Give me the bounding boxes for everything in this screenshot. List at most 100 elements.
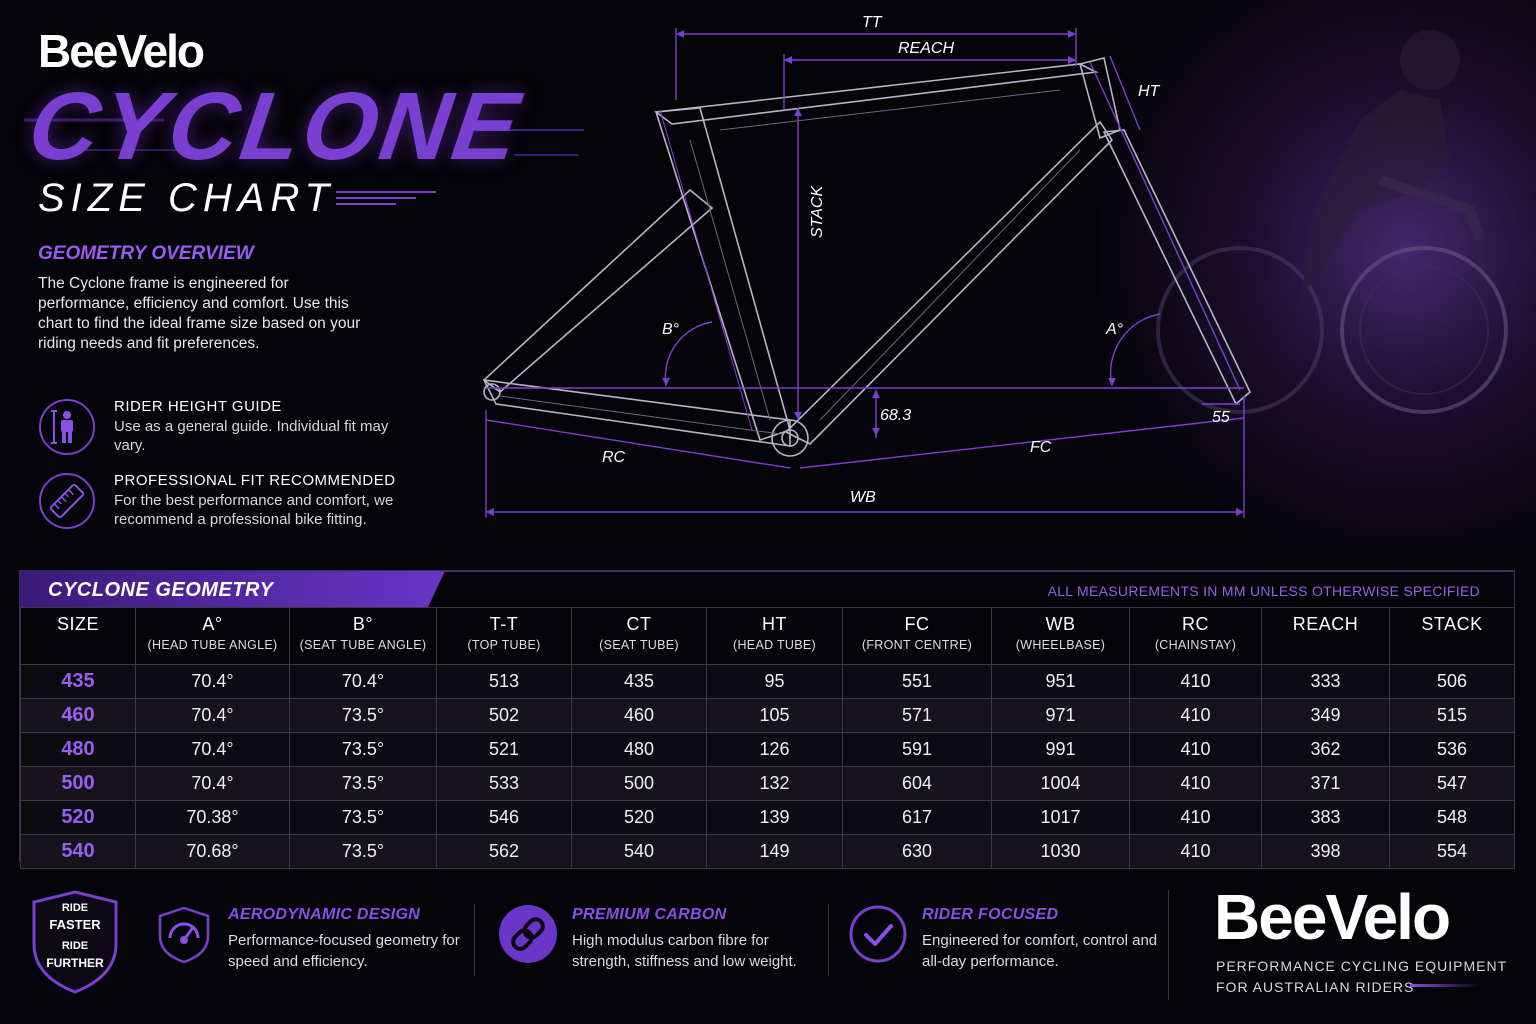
table-cell: 333 — [1261, 664, 1390, 699]
table-cell: 73.5° — [289, 766, 437, 801]
table-cell: 149 — [706, 834, 843, 869]
bike-frame — [482, 57, 1251, 457]
table-cell: 383 — [1261, 800, 1390, 835]
table-cell: 540 — [571, 834, 707, 869]
table-cell: 70.4° — [135, 732, 290, 767]
table-cell: 73.5° — [289, 732, 437, 767]
size-cell: 460 — [20, 698, 136, 733]
column-sublabel: (SEAT TUBE) — [599, 638, 679, 652]
table-cell: 132 — [706, 766, 843, 801]
table-cell: 371 — [1261, 766, 1390, 801]
table-cell: 410 — [1129, 800, 1262, 835]
footer-divider — [1168, 890, 1169, 1000]
table-title: CYCLONE GEOMETRY — [48, 579, 274, 601]
footer-divider — [474, 904, 475, 976]
label-reach: REACH — [898, 40, 954, 57]
column-header: A°(HEAD TUBE ANGLE) — [135, 607, 290, 665]
subtitle-accent-lines — [336, 191, 436, 205]
feature-title: RIDER FOCUSED — [922, 906, 1059, 923]
size-cell: 435 — [20, 664, 136, 699]
table-cell: 500 — [571, 766, 707, 801]
guide-text: Use as a general guide. Individual fit m… — [114, 418, 389, 454]
title-speed-streaks — [24, 118, 584, 156]
size-cell: 540 — [20, 834, 136, 869]
column-label: WB — [1045, 614, 1076, 634]
badge-line4: FURTHER — [46, 956, 104, 970]
feature-text: Engineered for comfort, control and all-… — [922, 932, 1158, 970]
shield-icon — [32, 890, 118, 994]
footer-divider — [828, 904, 829, 976]
table-cell: 70.4° — [135, 766, 290, 801]
rider-silhouette — [1156, 30, 1508, 414]
column-header: RC(CHAINSTAY) — [1129, 607, 1262, 665]
badge-line3: RIDE — [61, 940, 89, 952]
feature-text: High modulus carbon fibre for strength, … — [572, 932, 797, 970]
brand-logo-bottom: BeeVelo — [1214, 881, 1451, 953]
badge-line2: FASTER — [49, 917, 101, 932]
table-cell: 73.5° — [289, 834, 437, 869]
table-cell: 617 — [842, 800, 992, 835]
overview-heading: GEOMETRY OVERVIEW — [38, 243, 254, 264]
tagline-accent-line — [1410, 984, 1480, 987]
column-header: WB (WHEELBASE) — [991, 607, 1130, 665]
table-cell: 139 — [706, 800, 843, 835]
column-sublabel: (WHEELBASE) — [1015, 638, 1106, 652]
geometry-table-panel: CYCLONE GEOMETRY ALL MEASUREMENTS IN MM … — [19, 570, 1515, 869]
feature-title: AERODYNAMIC DESIGN — [228, 906, 421, 923]
brand-tagline: PERFORMANCE CYCLING EQUIPMENT FOR AUSTRA… — [1216, 956, 1507, 998]
column-label: CT — [626, 614, 652, 634]
label-seat-angle: B° — [662, 321, 680, 338]
table-cell: 95 — [706, 664, 843, 699]
table-cell: 70.4° — [135, 664, 290, 699]
measurement-note: ALL MEASUREMENTS IN MM UNLESS OTHERWISE … — [1047, 583, 1480, 599]
table-cell: 410 — [1129, 698, 1262, 733]
label-head-angle: A° — [1105, 321, 1124, 338]
table-cell: 547 — [1389, 766, 1515, 801]
table-cell: 554 — [1389, 834, 1515, 869]
tagline-line2: FOR AUSTRALIAN RIDERS — [1216, 979, 1415, 995]
column-label: HT — [762, 614, 787, 634]
table-cell: 70.4° — [135, 698, 290, 733]
column-header: REACH — [1261, 607, 1390, 665]
table-cell: 991 — [991, 732, 1130, 767]
overview-text: The Cyclone frame is engineered for perf… — [38, 275, 361, 352]
table-top-border — [445, 571, 1514, 572]
table-cell: 460 — [571, 698, 707, 733]
size-cell: 480 — [20, 732, 136, 767]
table-cell: 536 — [1389, 732, 1515, 767]
label-tt: TT — [862, 14, 883, 31]
label-bb-drop: 68.3 — [880, 407, 911, 424]
column-header: STACK — [1389, 607, 1515, 665]
column-sublabel: (FRONT CENTRE) — [861, 638, 973, 652]
guide-title: RIDER HEIGHT GUIDE — [114, 398, 282, 415]
table-cell: 513 — [436, 664, 572, 699]
badge-line1: RIDE — [61, 902, 89, 914]
chain-link-icon — [499, 905, 557, 963]
table-cell: 73.5° — [289, 800, 437, 835]
table-cell: 515 — [1389, 698, 1515, 733]
column-sublabel: (HEAD TUBE) — [733, 638, 816, 652]
table-cell: 362 — [1261, 732, 1390, 767]
table-cell: 520 — [571, 800, 707, 835]
column-label: STACK — [1421, 614, 1483, 634]
table-cell: 591 — [842, 732, 992, 767]
brand-logo-top: BeeVelo — [38, 25, 205, 77]
ride-faster-badge: RIDE FASTER RIDE FURTHER — [30, 888, 120, 996]
table-cell: 951 — [991, 664, 1130, 699]
column-header: SIZE — [20, 607, 136, 665]
column-label: A° — [202, 614, 223, 634]
rider-height-guide: RIDER HEIGHT GUIDE Use as a general guid… — [38, 398, 408, 462]
guide-title: PROFESSIONAL FIT RECOMMENDED — [114, 472, 396, 489]
column-header: FC(FRONT CENTRE) — [842, 607, 992, 665]
label-fc: FC — [1030, 439, 1052, 456]
table-title-tab: CYCLONE GEOMETRY — [20, 571, 445, 607]
table-cell: 571 — [842, 698, 992, 733]
table-cell: 1030 — [991, 834, 1130, 869]
